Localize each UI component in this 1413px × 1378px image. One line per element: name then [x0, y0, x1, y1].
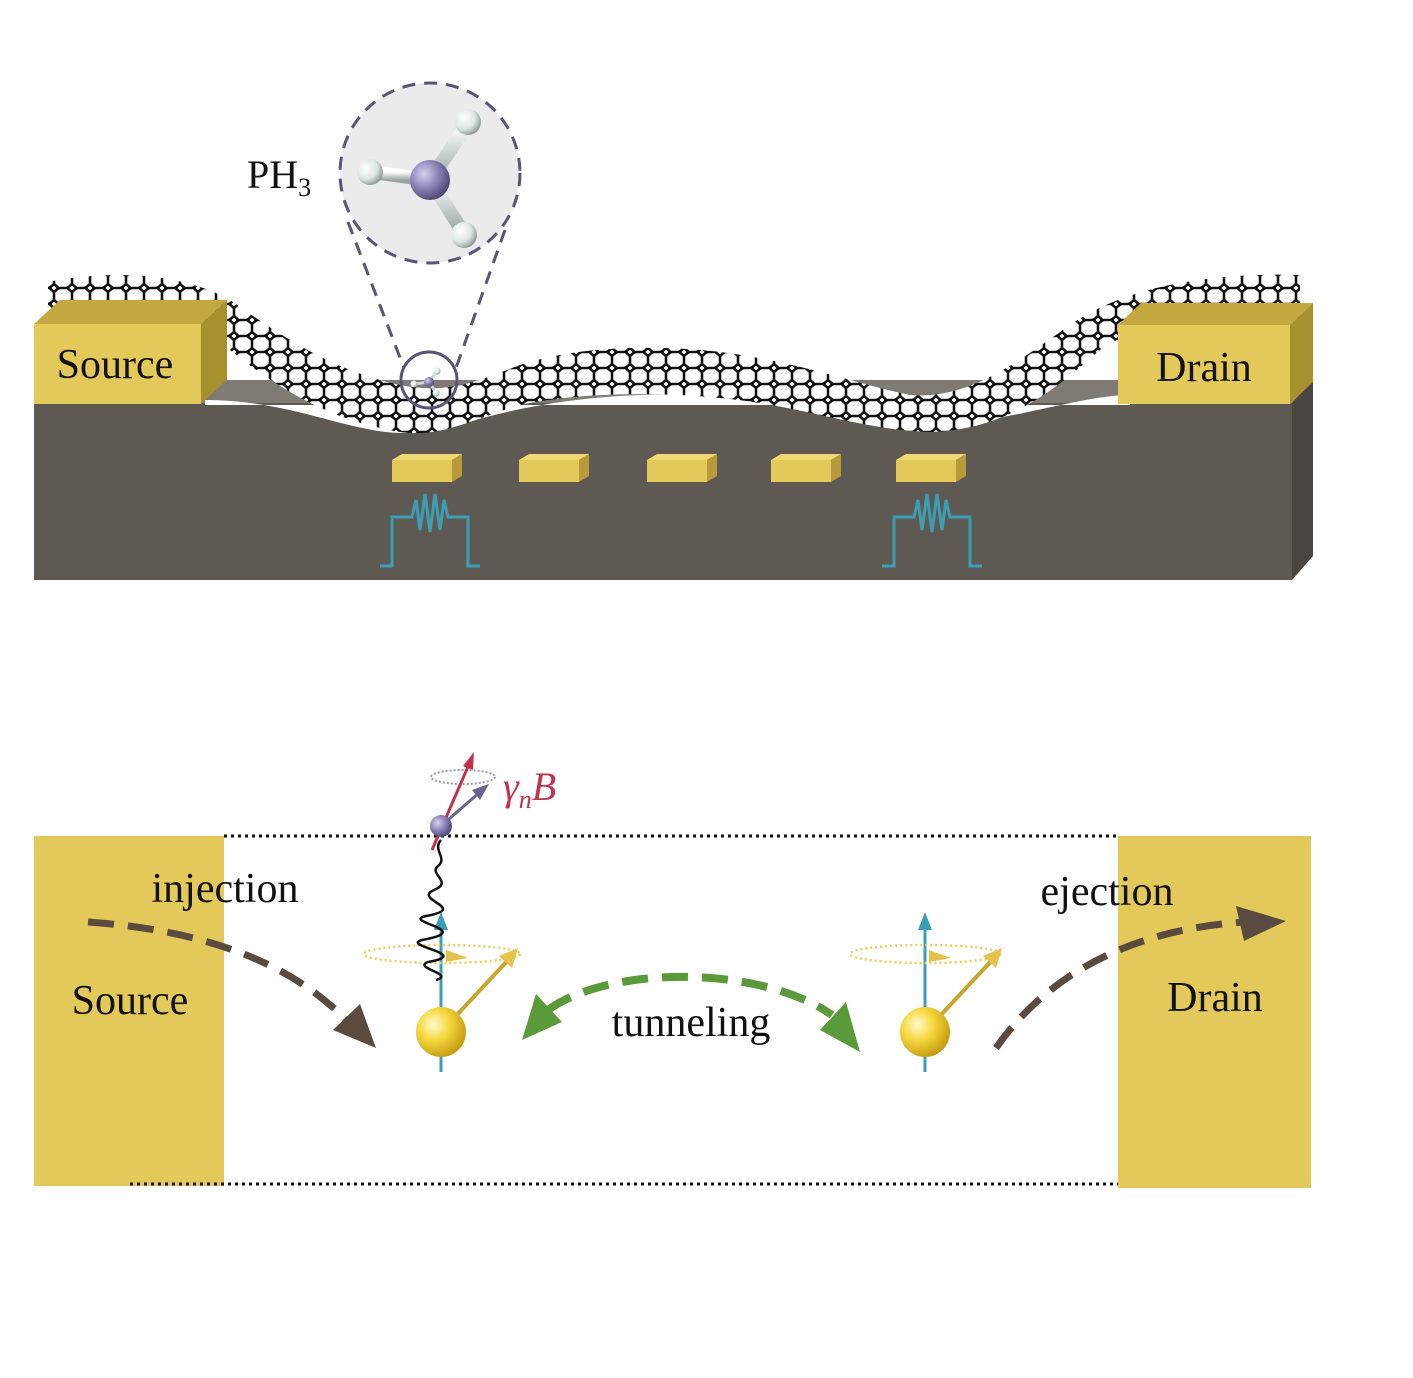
device-3d-view: Source Drain	[34, 81, 1313, 580]
molecule-label: PH3	[247, 152, 311, 202]
field-label-subscript: n	[519, 785, 532, 814]
gate-electrode	[771, 454, 841, 482]
source-lead-label: Source	[72, 978, 189, 1024]
transport-schematic: Source Drain injection ejection tunnelin…	[34, 752, 1311, 1188]
phosphorus-nucleus	[430, 815, 452, 837]
source-lead	[34, 836, 224, 1186]
gate-pulse-left	[380, 493, 480, 568]
field-label-B: B	[532, 764, 556, 809]
drain-label: Drain	[1156, 345, 1252, 391]
ejection-arrowhead	[1236, 906, 1286, 941]
gate-pulse-right	[882, 493, 982, 568]
gate-electrode	[519, 454, 589, 482]
tunneling-arrowhead-right	[820, 1002, 860, 1052]
hydrogen-atom	[455, 109, 481, 135]
zoom-line-right	[454, 229, 507, 369]
gate-electrodes	[392, 454, 966, 482]
hydrogen-atom	[357, 159, 383, 185]
drain-lead-label: Drain	[1167, 975, 1263, 1021]
hydrogen-atom	[451, 222, 477, 248]
graphene-sheet	[48, 274, 1300, 434]
gate-electrode	[392, 454, 462, 482]
molecule-label-main: PH	[247, 152, 298, 197]
tunneling-arrowhead-left	[522, 994, 562, 1040]
left-dot-spin	[362, 912, 522, 1072]
injection-arrowhead	[333, 1004, 376, 1048]
drain-lead	[1118, 836, 1311, 1188]
ejection-arrow	[993, 918, 1247, 1050]
ph3-zoom-bubble	[338, 81, 522, 265]
right-dot-spin	[848, 912, 1002, 1072]
gate-electrode	[647, 454, 717, 482]
ph3-molecule	[357, 109, 481, 248]
dopant-mini-molecule	[410, 367, 441, 397]
electron-sphere-right	[900, 1007, 950, 1057]
drain-electrode: Drain	[1118, 303, 1313, 404]
source-label: Source	[57, 342, 174, 388]
nuclear-spin	[430, 752, 496, 851]
field-label-gamma: γ	[503, 764, 520, 809]
molecule-label-subscript: 3	[298, 173, 311, 202]
gate-electrode	[896, 454, 966, 482]
coupling-wave	[416, 839, 445, 982]
field-label: γnB	[503, 764, 556, 814]
tunneling-arrow	[545, 972, 835, 1019]
electron-sphere-left	[416, 1007, 466, 1057]
injection-arrow	[87, 918, 353, 1027]
phosphorus-atom	[410, 160, 450, 200]
substrate-side-face	[1292, 380, 1313, 580]
ejection-label: ejection	[1041, 869, 1174, 915]
source-electrode: Source	[34, 300, 227, 404]
zoom-line-left	[346, 221, 406, 369]
tunneling-label: tunneling	[612, 1000, 771, 1046]
injection-label: injection	[152, 866, 299, 912]
substrate-block	[34, 403, 1292, 580]
dopant-site-circle	[399, 350, 459, 410]
